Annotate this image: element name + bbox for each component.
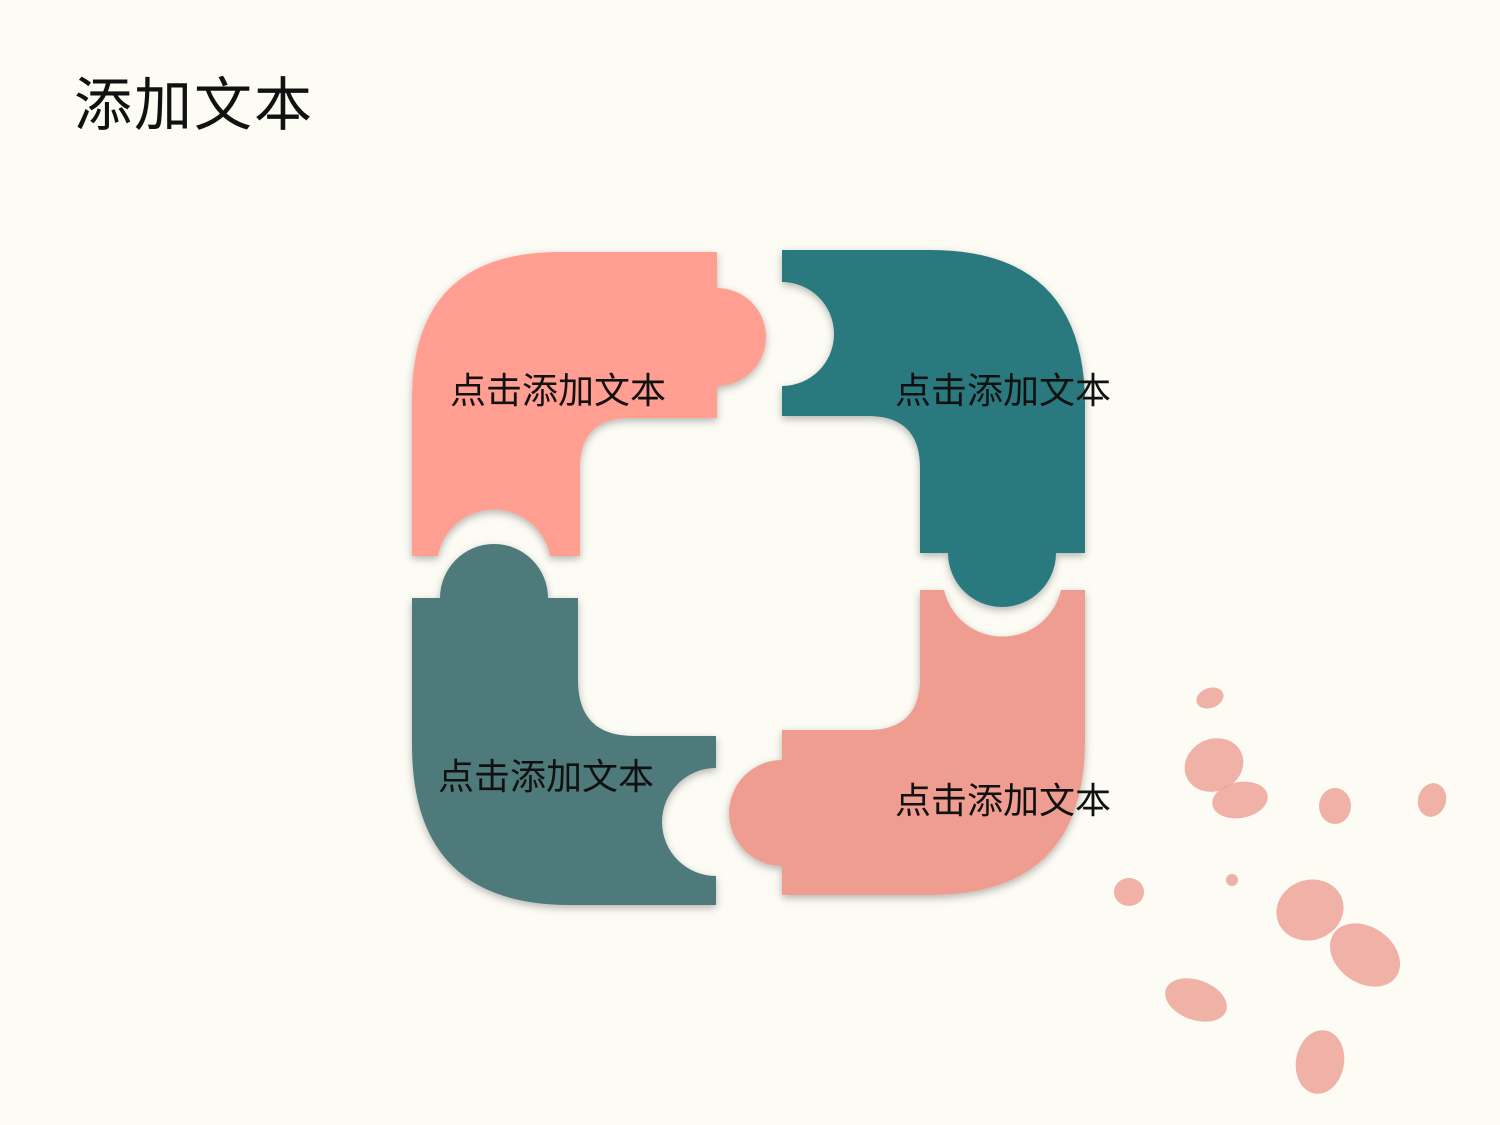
- petal: [1329, 923, 1401, 987]
- petal: [1295, 1030, 1345, 1094]
- slide-title[interactable]: 添加文本: [74, 71, 315, 139]
- petal: [1165, 978, 1227, 1022]
- puzzle-piece-top-left[interactable]: [412, 252, 766, 556]
- petal: [1417, 783, 1447, 817]
- piece-label-bottom-left[interactable]: 点击添加文本: [438, 757, 655, 798]
- petal: [1276, 879, 1344, 941]
- piece-label-top-right[interactable]: 点击添加文本: [895, 371, 1112, 412]
- puzzle-piece-bottom-left[interactable]: [412, 544, 716, 905]
- piece-label-bottom-right[interactable]: 点击添加文本: [895, 781, 1112, 822]
- petal: [1226, 874, 1238, 886]
- petal-group: [1114, 687, 1447, 1094]
- puzzle-piece-bottom-right[interactable]: [729, 590, 1085, 895]
- petal: [1212, 781, 1268, 819]
- petal: [1114, 878, 1144, 906]
- petal: [1319, 788, 1351, 824]
- petal: [1196, 687, 1224, 709]
- petal: [1184, 738, 1244, 792]
- puzzle-piece-top-right[interactable]: [782, 250, 1085, 607]
- piece-label-top-left[interactable]: 点击添加文本: [450, 371, 667, 412]
